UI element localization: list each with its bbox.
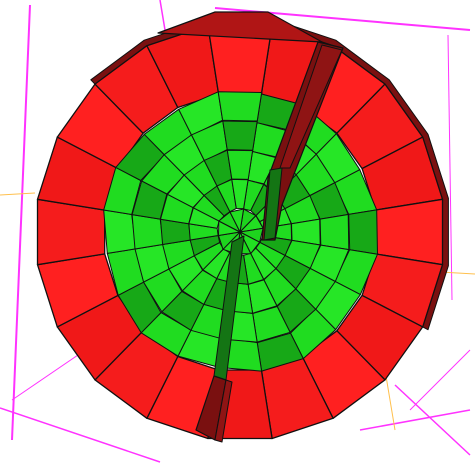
inner-disc-face — [348, 209, 378, 255]
inner-disc-face — [131, 214, 164, 250]
rim-top-bevel — [157, 11, 323, 43]
bbox-edge — [359, 409, 471, 431]
inner-core-cell — [229, 208, 245, 233]
slit-upper-face — [279, 44, 343, 169]
mesh — [36, 11, 449, 443]
inner-disc-face — [222, 120, 258, 151]
inner-disc-face — [226, 149, 254, 180]
slit-lower-face — [214, 379, 233, 443]
slit-upper-green — [263, 167, 283, 241]
inner-disc-face — [103, 209, 137, 254]
bbox-edge — [394, 384, 471, 456]
bbox-edge — [447, 34, 453, 301]
axis-line — [384, 369, 396, 431]
bbox-edge — [409, 349, 471, 411]
axis-line — [0, 192, 36, 196]
bbox-edge — [159, 0, 166, 31]
inner-disc-face — [319, 214, 350, 251]
bbox-edge — [11, 4, 31, 441]
inner-disc-face — [217, 91, 263, 122]
bbox-edge — [0, 407, 161, 463]
